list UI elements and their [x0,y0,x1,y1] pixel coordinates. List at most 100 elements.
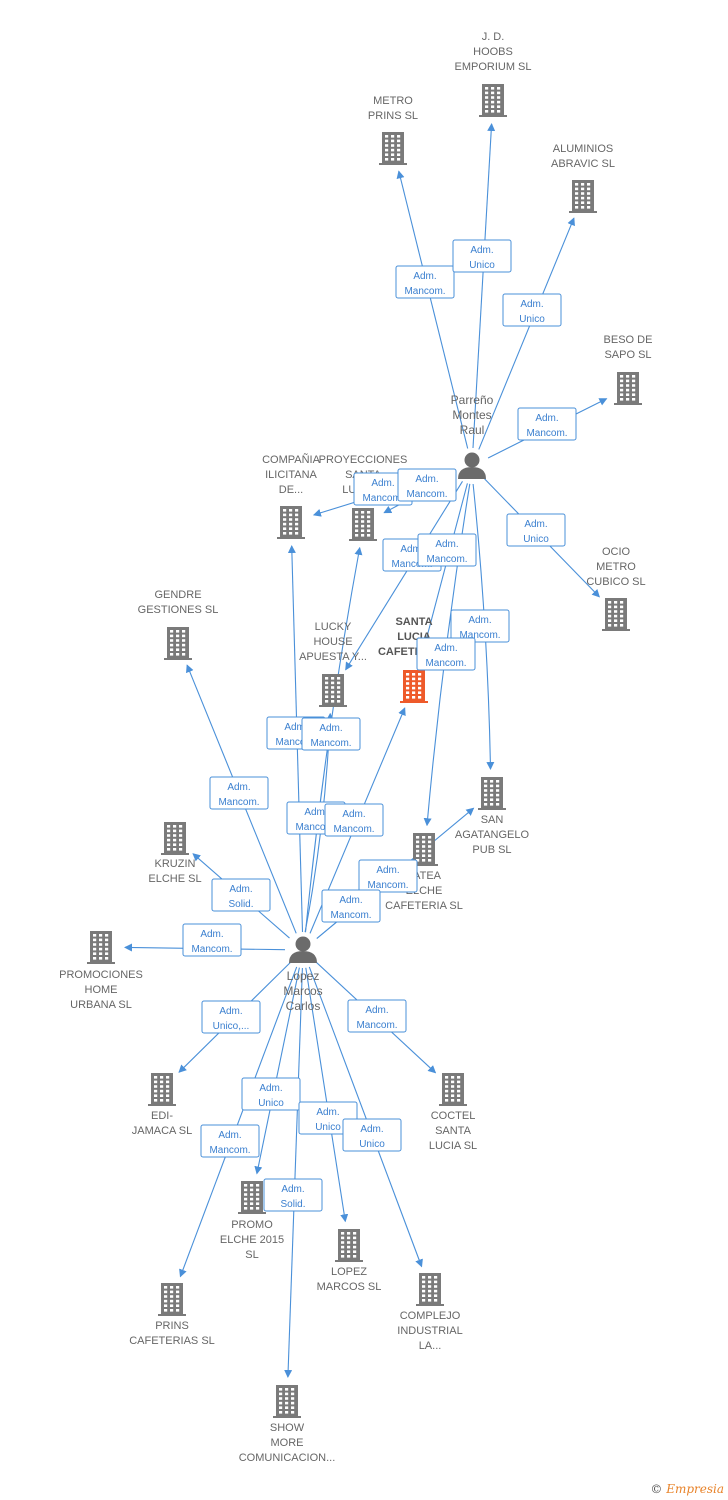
edge-label-raul-proyecciones[interactable]: Adm.Mancom. [397,468,457,502]
edge-label-box [182,923,242,957]
company-label: COMPLEJO [400,1310,461,1322]
person-label: Raul [460,423,485,437]
edge-carlos-showmore [284,967,303,1378]
edge-label-text: Adm. [316,1107,339,1118]
edge-label-box [263,1178,323,1212]
company-label: LUCKY [315,621,352,633]
edge-label-raul-metroprins[interactable]: Adm. Mancom. [395,265,455,299]
edge-label-box [301,717,361,751]
company-node-compania[interactable]: COMPAÑIAILICITANADE... [262,453,321,539]
edge-label-raul-besodesapo[interactable]: Adm.Mancom. [517,407,577,441]
edge-label-text: Adm. [520,299,543,310]
company-label: PROYECCIONES [319,454,408,466]
company-label: SL [245,1249,258,1261]
company-node-complejo[interactable]: COMPLEJOINDUSTRIALLA... [397,1273,463,1352]
edge-label-box [200,1124,260,1158]
company-label: PUB SL [472,844,511,856]
edge-label-carlos-promoelche[interactable]: Adm.Unico [241,1077,301,1111]
company-label: CAFETERIAS SL [129,1335,215,1347]
edge-label-text: Mancom. [191,944,232,955]
edge-label-text: Unico,... [213,1021,250,1032]
edge-label-raul-aluminios[interactable]: Adm. Unico [502,293,562,327]
edge-label-carlos-edijamaca[interactable]: Adm.Unico,... [201,1000,261,1034]
company-node-edijamaca[interactable]: EDI-JAMACA SL [132,1073,193,1137]
edge-label-box [502,293,562,327]
edge-label-raul-latea[interactable]: Adm.Mancom. [416,637,476,671]
company-label: AGATANGELO [455,829,530,841]
edge-label-raul-santalucia[interactable]: Adm.Mancom. [417,533,477,567]
edge-label-carlos-showmore[interactable]: Adm.Solid. [263,1178,323,1212]
edge-label-box [452,239,512,273]
edge-label-carlos-kruzin[interactable]: Adm. Solid. [211,878,271,912]
edge-label-carlos-promociones[interactable]: Adm.Mancom. [182,923,242,957]
edge-label-text: Adm. [342,809,365,820]
edge-label-box [209,776,269,810]
building-icon [602,598,630,631]
edge-label-carlos-santalucia[interactable]: Adm.Mancom. [324,803,384,837]
building-icon [319,674,347,707]
edge-label-carlos-latea[interactable]: Adm.Mancom. [321,889,381,923]
edge-label-carlos-complejo[interactable]: Adm.Unico [342,1118,402,1152]
edge-label-carlos-prins[interactable]: Adm.Mancom. [200,1124,260,1158]
company-label: SHOW [270,1422,305,1434]
company-label: HOUSE [313,636,352,648]
edge-label-text: Adm. [470,245,493,256]
person-label: Marcos [283,984,322,998]
company-label: KRUZIN [155,858,196,870]
edge-raul-hoobs [472,123,496,449]
edge-label-carlos-sanagatangelo[interactable]: Adm.Mancom. [358,859,418,893]
company-label: METRO [596,561,636,573]
company-node-showmore[interactable]: SHOWMORECOMUNICACION... [239,1385,336,1464]
edge-label-text: Unico [519,314,545,325]
edge-label-text: Adm. [413,271,436,282]
company-label: URBANA SL [70,999,132,1011]
edge-label-text: Adm. [400,544,423,555]
edge-label-carlos-gendre[interactable]: Adm.Mancom. [209,776,269,810]
edge-label-text: Adm. [360,1124,383,1135]
edge-label-raul-hoobs[interactable]: Adm.Unico [452,239,512,273]
building-icon [158,1283,186,1316]
copyright-symbol: © [650,1482,663,1496]
edge-label-text: Mancom. [404,286,445,297]
edge-label-box [416,637,476,671]
edge-label-text: Adm. [304,807,327,818]
edge-label-carlos-proyecciones[interactable]: Adm.Mancom. [301,717,361,751]
edge-label-box [397,468,457,502]
building-icon [379,132,407,165]
edge-label-raul-ocio[interactable]: Adm.Unico [506,513,566,547]
company-label: SAN [481,814,504,826]
edge-label-text: Adm. [281,1184,304,1195]
company-label: BESO DE [604,334,653,346]
company-label: PROMOCIONES [59,969,143,981]
edge-label-text: Adm. [227,782,250,793]
edge-label-text: Mancom. [362,493,403,504]
edge-label-text: Adm. [524,519,547,530]
building-icon [273,1385,301,1418]
company-label: EDI- [151,1110,173,1122]
edge-label-text: Solid. [228,899,253,910]
edge-label-text: Adm. [229,884,252,895]
edge-label-raul-sanagatangelo[interactable]: Adm.Mancom. [450,609,510,643]
edge-label-text: Mancom. [425,658,466,669]
edge-label-box [211,878,271,912]
company-node-sanagatangelo[interactable]: SAN AGATANGELO PUB SL [455,777,530,856]
company-label: DE... [279,484,303,496]
edge-label-carlos-coctel[interactable]: Adm.Mancom. [347,999,407,1033]
brand-logo[interactable]: Empresia [666,1482,724,1496]
